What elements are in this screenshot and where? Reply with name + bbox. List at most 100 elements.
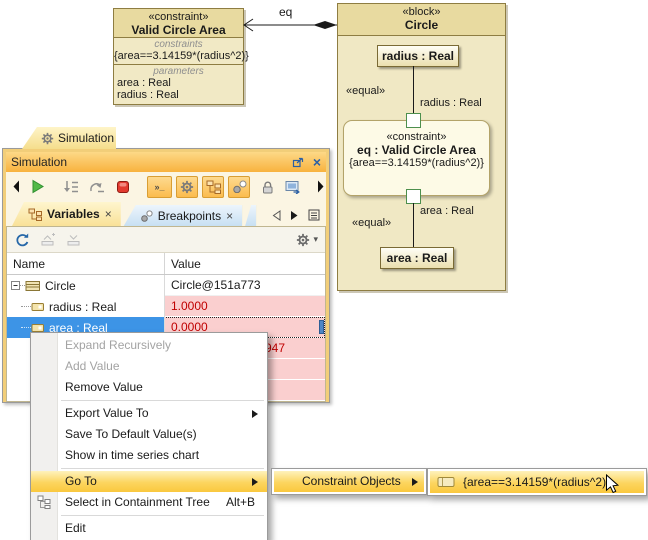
menu-item-remove-value[interactable]: Remove Value [31,377,267,398]
parameter-radius: radius : Real [117,89,179,101]
menu-item-label: Expand Recursively [65,338,172,352]
menu-separator [61,400,264,401]
scroll-tabs-left-icon[interactable] [272,209,281,221]
dock-tab-label: Simulation [58,131,115,145]
table-header: Name Value [7,253,325,275]
tab-close-icon[interactable]: × [104,207,112,221]
block-name: Circle [404,18,439,32]
variables-table: Name Value Circle [7,253,325,401]
part-radius-label: radius : Real [381,49,455,63]
lock-button[interactable] [256,176,278,198]
submenu-arrow-icon [252,409,258,418]
containment-tree-icon [37,495,51,509]
menu-item-edit[interactable]: Edit [31,518,267,539]
scrollbar-thumb[interactable] [319,320,324,334]
parameter-area: area : Real [117,77,171,89]
table-row-radius[interactable]: radius : Real 1.0000 [7,296,325,317]
breakpoints-pane-toggle-button[interactable] [228,175,250,198]
float-window-icon[interactable] [292,157,304,168]
row-name: Circle [45,278,76,293]
menu-item-label: Constraint Objects [302,474,401,488]
menu-item-export-value-to[interactable]: Export Value To [31,403,267,424]
console-toggle-button[interactable]: »_ [147,175,172,198]
table-row-circle[interactable]: Circle Circle@151a773 [7,275,325,296]
right-triangle-icon [317,180,323,193]
part-area-label: area : Real [386,251,448,265]
parameters-compartment-label: parameters [153,66,204,77]
constraint-parameter-port-area[interactable] [406,189,421,204]
stereotype-label: «constraint» [386,131,447,143]
menu-item-add-value[interactable]: Add Value [31,356,267,377]
stop-button[interactable] [112,176,134,198]
close-icon[interactable]: × [312,154,321,170]
stereotype-label: «constraint» [148,11,209,23]
variables-toolbar: ▾ [7,227,325,253]
block-instance-icon [25,280,40,291]
load-defaults-disabled-icon[interactable] [66,233,81,246]
tab-breakpoints[interactable]: Breakpoints × [123,205,243,226]
row-name: area : Real [49,320,108,335]
menu-item-label: Edit [65,521,86,535]
constraint-expression: {area==3.14159*(radius^2)} [114,50,249,62]
menu-item-go-to[interactable]: Go To [31,471,267,492]
part-area[interactable]: area : Real [380,247,454,269]
part-radius[interactable]: radius : Real [377,45,459,67]
menu-item-constraint-objects[interactable]: Constraint Objects [274,471,424,492]
tab-variables[interactable]: Variables × [12,202,121,226]
step-into-icon [63,180,78,192]
tree-icon [28,208,42,221]
step-over-button[interactable] [86,176,108,198]
table-options-button[interactable]: ▾ [296,233,318,247]
tab-list-icon[interactable] [308,209,320,221]
tab-close-icon[interactable]: × [226,208,234,223]
dock-tab-simulation[interactable]: Simulation [22,127,116,149]
step-into-button[interactable] [60,176,82,198]
constraint-property-eq[interactable]: «constraint» eq : Valid Circle Area {are… [343,120,490,196]
equal-stereotype-top: «equal» [346,85,386,97]
menu-item-expand-recursively[interactable]: Expand Recursively [31,335,267,356]
column-header-name: Name [7,253,165,274]
block-circle[interactable]: «block» Circle radius : Real «equal» rad… [337,3,506,291]
binding-connector-bottom[interactable] [413,203,414,247]
parameters-compartment: parameters area : Real radius : Real [114,64,243,105]
menu-item-label: {area==3.14159*(radius^2)} [463,475,611,489]
menu-item-constraint-instance[interactable]: {area==3.14159*(radius^2)} [430,471,644,493]
refresh-icon[interactable] [14,233,29,247]
simulation-toolbar: »_ [6,172,326,201]
binding-connector-top[interactable] [413,66,414,113]
expand-right-button[interactable] [314,176,326,198]
collapse-left-button[interactable] [10,176,22,198]
menu-item-label: Export Value To [65,406,149,420]
constraint-parameter-port-radius[interactable] [406,113,421,128]
export-image-button[interactable] [282,176,304,198]
menu-item-select-in-containment-tree[interactable]: Select in Containment Tree Alt+B [31,492,267,513]
block-title: «block» Circle [338,4,505,36]
breakpoint-dots-icon [232,180,246,193]
gear-icon [41,132,54,144]
goto-submenu: Constraint Objects [271,468,427,495]
equal-stereotype-bottom: «equal» [352,217,392,229]
window-titlebar[interactable]: Simulation × [6,152,326,172]
menu-item-show-in-time-series-chart[interactable]: Show in time series chart [31,445,267,466]
console-icon: »_ [154,181,165,192]
constraint-block-valid-circle-area[interactable]: «constraint» Valid Circle Area constrain… [113,8,249,105]
menu-item-shortcut: Alt+B [225,495,255,509]
tab-clipped[interactable] [245,205,257,226]
tab-label: Variables [47,207,100,221]
variables-pane-toggle-button[interactable] [202,175,224,198]
submenu-arrow-icon [252,477,258,486]
submenu-arrow-icon [412,477,418,486]
lock-icon [262,181,272,193]
menu-item-save-to-default-values[interactable]: Save To Default Value(s) [31,424,267,445]
run-button[interactable] [26,176,48,198]
menu-item-label: Add Value [65,359,120,373]
constraint-property-name: eq : Valid Circle Area [357,143,476,157]
block-title: «constraint» Valid Circle Area [114,9,243,37]
row-name: radius : Real [49,299,117,314]
collapse-expander-icon[interactable] [11,281,20,290]
save-to-default-disabled-icon[interactable] [40,233,55,246]
settings-toggle-button[interactable] [176,175,198,198]
association-connector[interactable] [242,12,338,32]
scroll-tabs-right-icon[interactable] [290,210,299,221]
